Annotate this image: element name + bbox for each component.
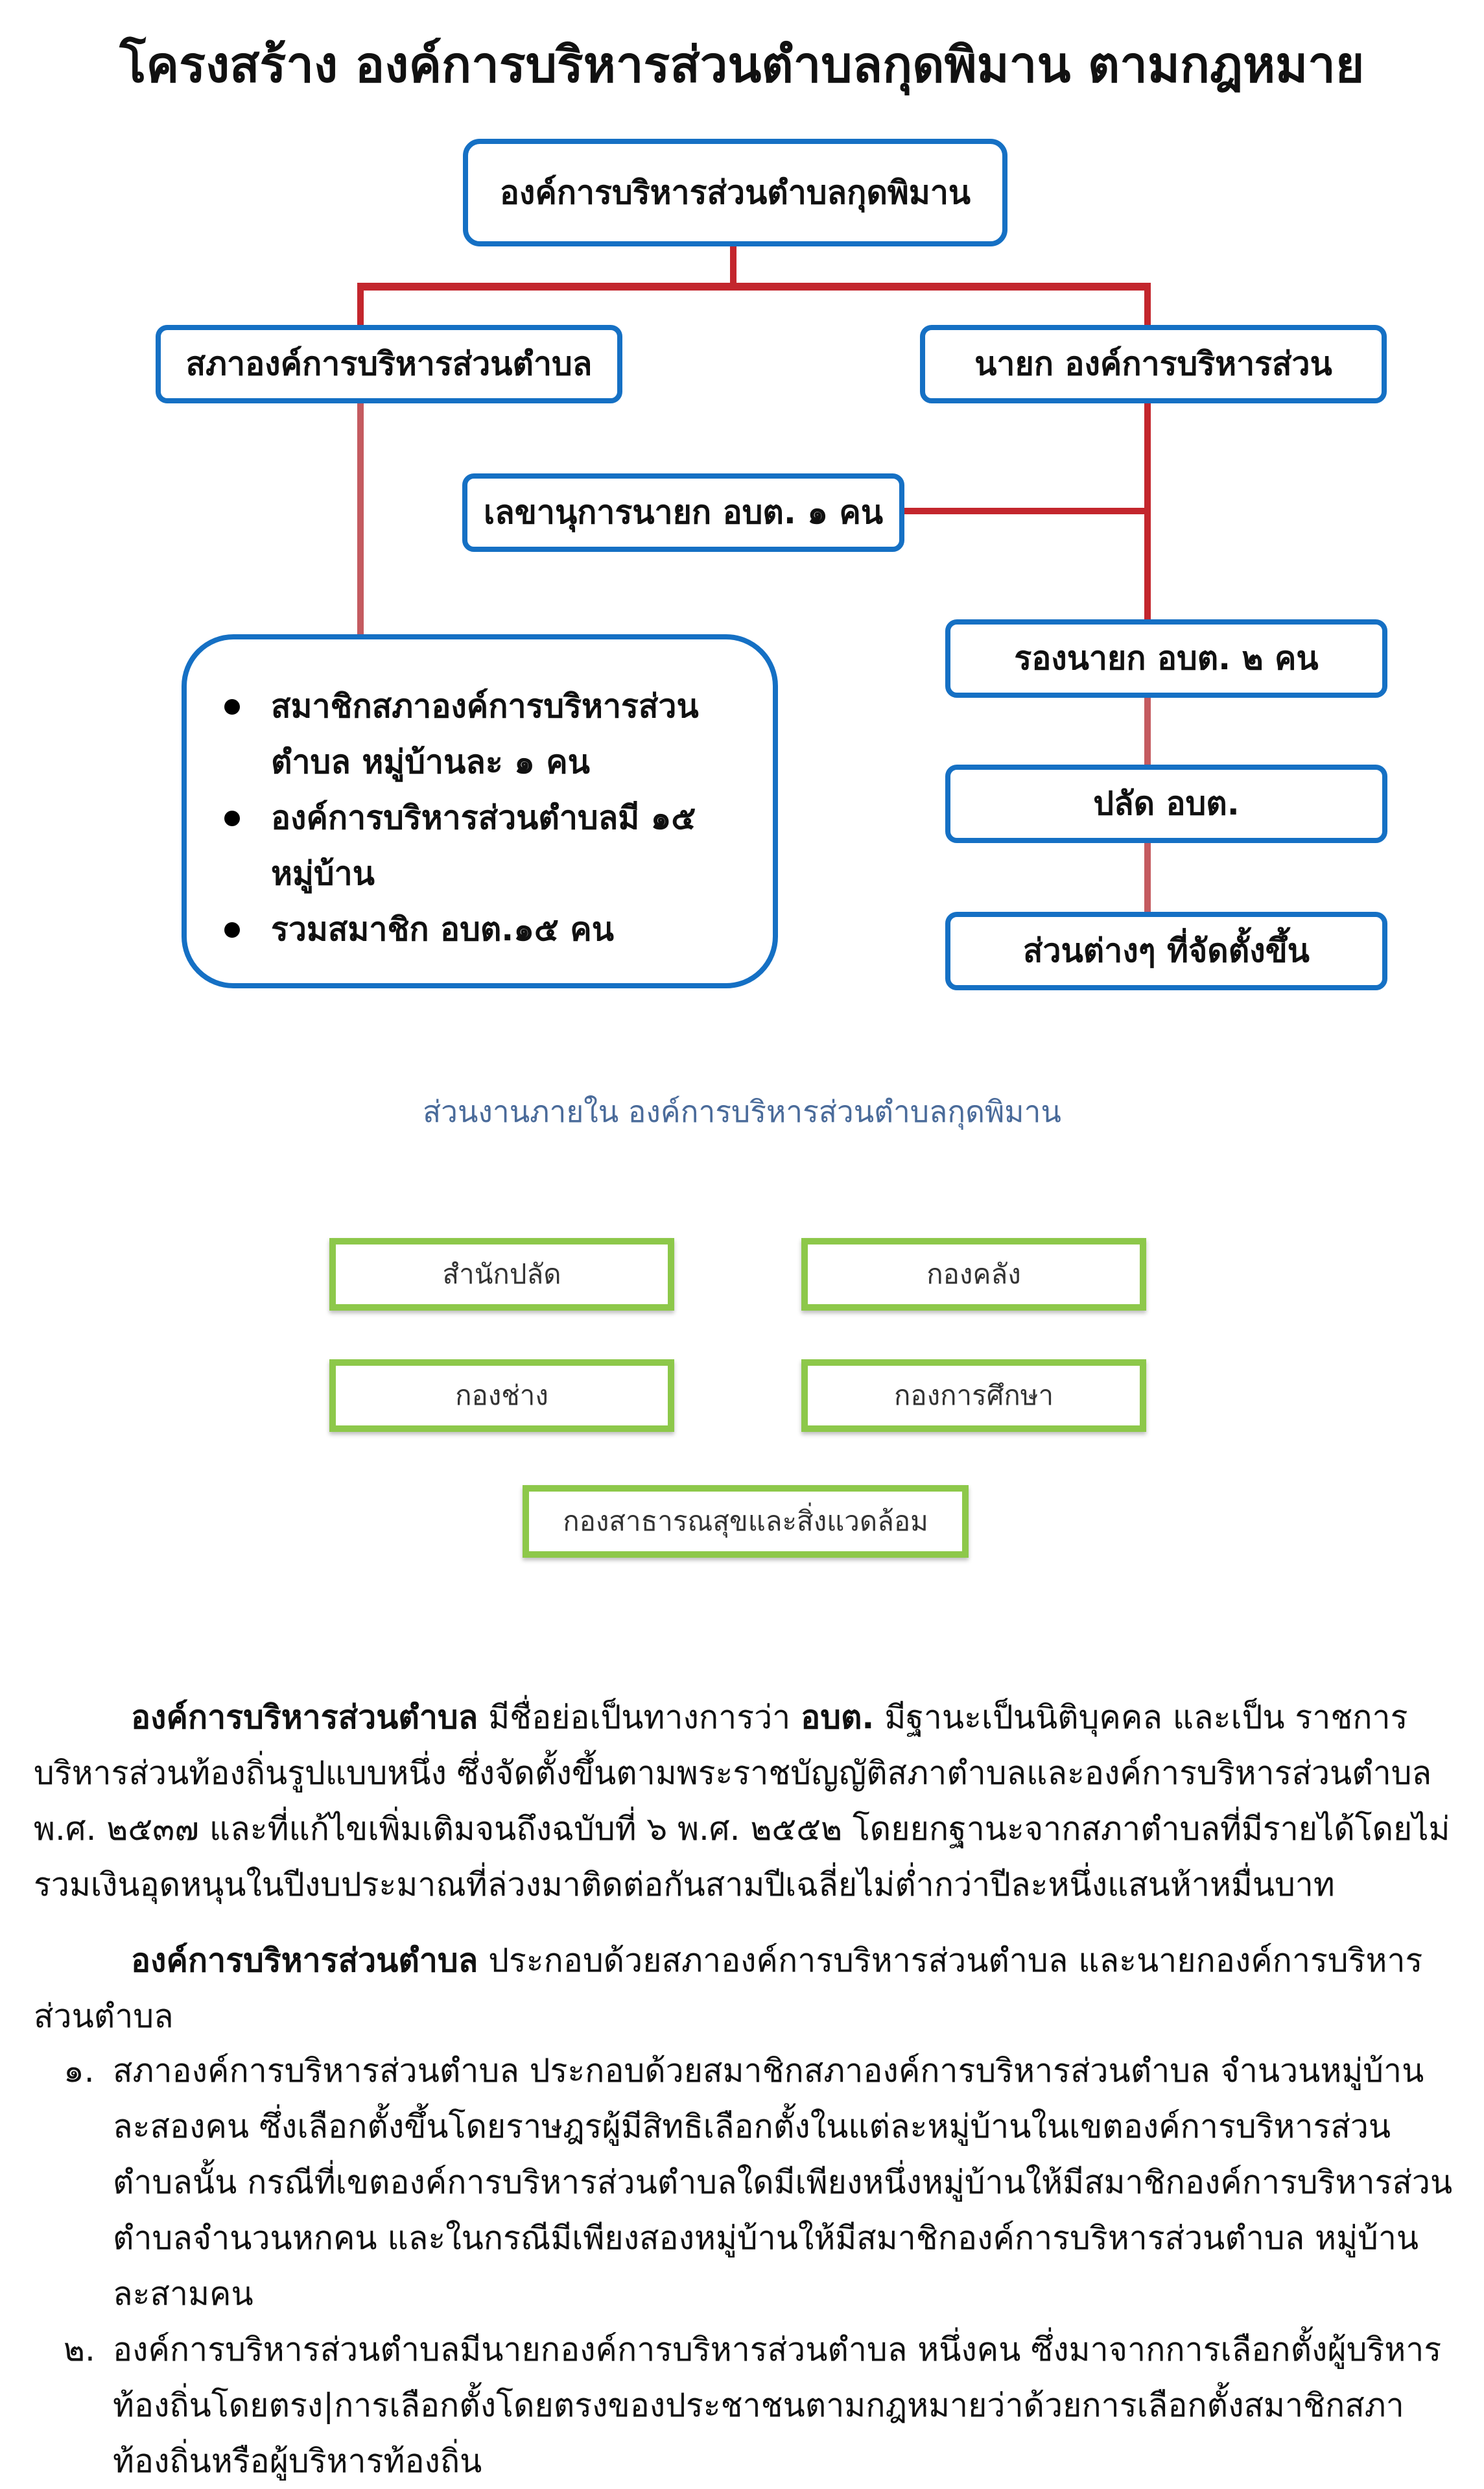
mayor-box: นายก องค์การบริหารส่วน bbox=[920, 325, 1387, 403]
connector-deputy-palat bbox=[1144, 695, 1151, 770]
list-text: องค์การบริหารส่วนตำบลมีนายกองค์การบริหาร… bbox=[113, 2331, 1442, 2480]
members-list-item: รวมสมาชิก อบต.๑๕ คน bbox=[224, 901, 747, 957]
council-members-box: สมาชิกสภาองค์การบริหารส่วนตำบล หมู่บ้านล… bbox=[182, 634, 778, 988]
unit-box-engineering: กองช่าง bbox=[329, 1359, 674, 1432]
connector-horizontal bbox=[357, 283, 1151, 291]
term-bold: องค์การบริหารส่วนตำบล bbox=[131, 1698, 478, 1736]
unit-box-public-health: กองสาธารณสุขและสิ่งแวดล้อม bbox=[523, 1485, 969, 1558]
org-top-box: องค์การบริหารส่วนตำบลกุดพิมาน bbox=[463, 139, 1007, 246]
unit-box-education: กองการศึกษา bbox=[801, 1359, 1146, 1432]
list-number: ๑. bbox=[64, 2052, 95, 2090]
members-list-item: องค์การบริหารส่วนตำบลมี ๑๕ หมู่บ้าน bbox=[224, 790, 747, 901]
list-number: ๒. bbox=[64, 2331, 95, 2368]
internal-units-title: ส่วนงานภายใน องค์การบริหารส่วนตำบลกุดพิม… bbox=[423, 1094, 1061, 1129]
paragraph-text: มีฐานะเป็นนิติบุคคล และเป็น ราชการบริหาร… bbox=[34, 1698, 1450, 1903]
list-item: ๒. องค์การบริหารส่วนตำบลมีนายกองค์การบริ… bbox=[34, 2322, 1454, 2489]
paragraph-text: ประกอบด้วยสภาองค์การบริหารส่วนตำบล และนา… bbox=[34, 1942, 1423, 2035]
unit-box-finance: กองคลัง bbox=[801, 1238, 1146, 1311]
unit-box-palat-office: สำนักปลัด bbox=[329, 1238, 674, 1311]
connector-palat-departments bbox=[1144, 840, 1151, 915]
numbered-list: ๑. สภาองค์การบริหารส่วนตำบล ประกอบด้วยสม… bbox=[34, 2043, 1454, 2489]
deputy-box: รองนายก อบต. ๒ คน bbox=[945, 619, 1387, 698]
connector-top-vertical bbox=[730, 242, 736, 287]
secretary-box: เลขานุการนายก อบต. ๑ คน bbox=[462, 473, 904, 552]
paragraph-composition: องค์การบริหารส่วนตำบล ประกอบด้วยสภาองค์ก… bbox=[34, 1933, 1454, 2044]
paragraph-text: มีชื่อย่อเป็นทางการว่า bbox=[488, 1698, 791, 1736]
connector-right-drop bbox=[1144, 283, 1151, 328]
connector-council-members bbox=[357, 399, 364, 639]
members-list-item: สมาชิกสภาองค์การบริหารส่วนตำบล หมู่บ้านล… bbox=[224, 678, 747, 790]
list-text: สภาองค์การบริหารส่วนตำบล ประกอบด้วยสมาชิ… bbox=[113, 2052, 1453, 2313]
term-bold: องค์การบริหารส่วนตำบล bbox=[131, 1942, 478, 1979]
departments-box: ส่วนต่างๆ ที่จัดตั้งขึ้น bbox=[945, 912, 1387, 990]
abbr-bold: อบต. bbox=[801, 1698, 875, 1736]
connector-left-drop bbox=[357, 283, 364, 328]
members-list: สมาชิกสภาองค์การบริหารส่วนตำบล หมู่บ้านล… bbox=[224, 678, 747, 957]
paragraph-definition: องค์การบริหารส่วนตำบล มีชื่อย่อเป็นทางกา… bbox=[34, 1689, 1454, 1912]
palat-box: ปลัด อบต. bbox=[945, 765, 1387, 843]
council-box: สภาองค์การบริหารส่วนตำบล bbox=[156, 325, 622, 403]
connector-secretary bbox=[902, 508, 1149, 514]
page-title: โครงสร้าง องค์การบริหารส่วนตำบลกุดพิมาน … bbox=[119, 36, 1365, 93]
list-item: ๑. สภาองค์การบริหารส่วนตำบล ประกอบด้วยสม… bbox=[34, 2043, 1454, 2322]
